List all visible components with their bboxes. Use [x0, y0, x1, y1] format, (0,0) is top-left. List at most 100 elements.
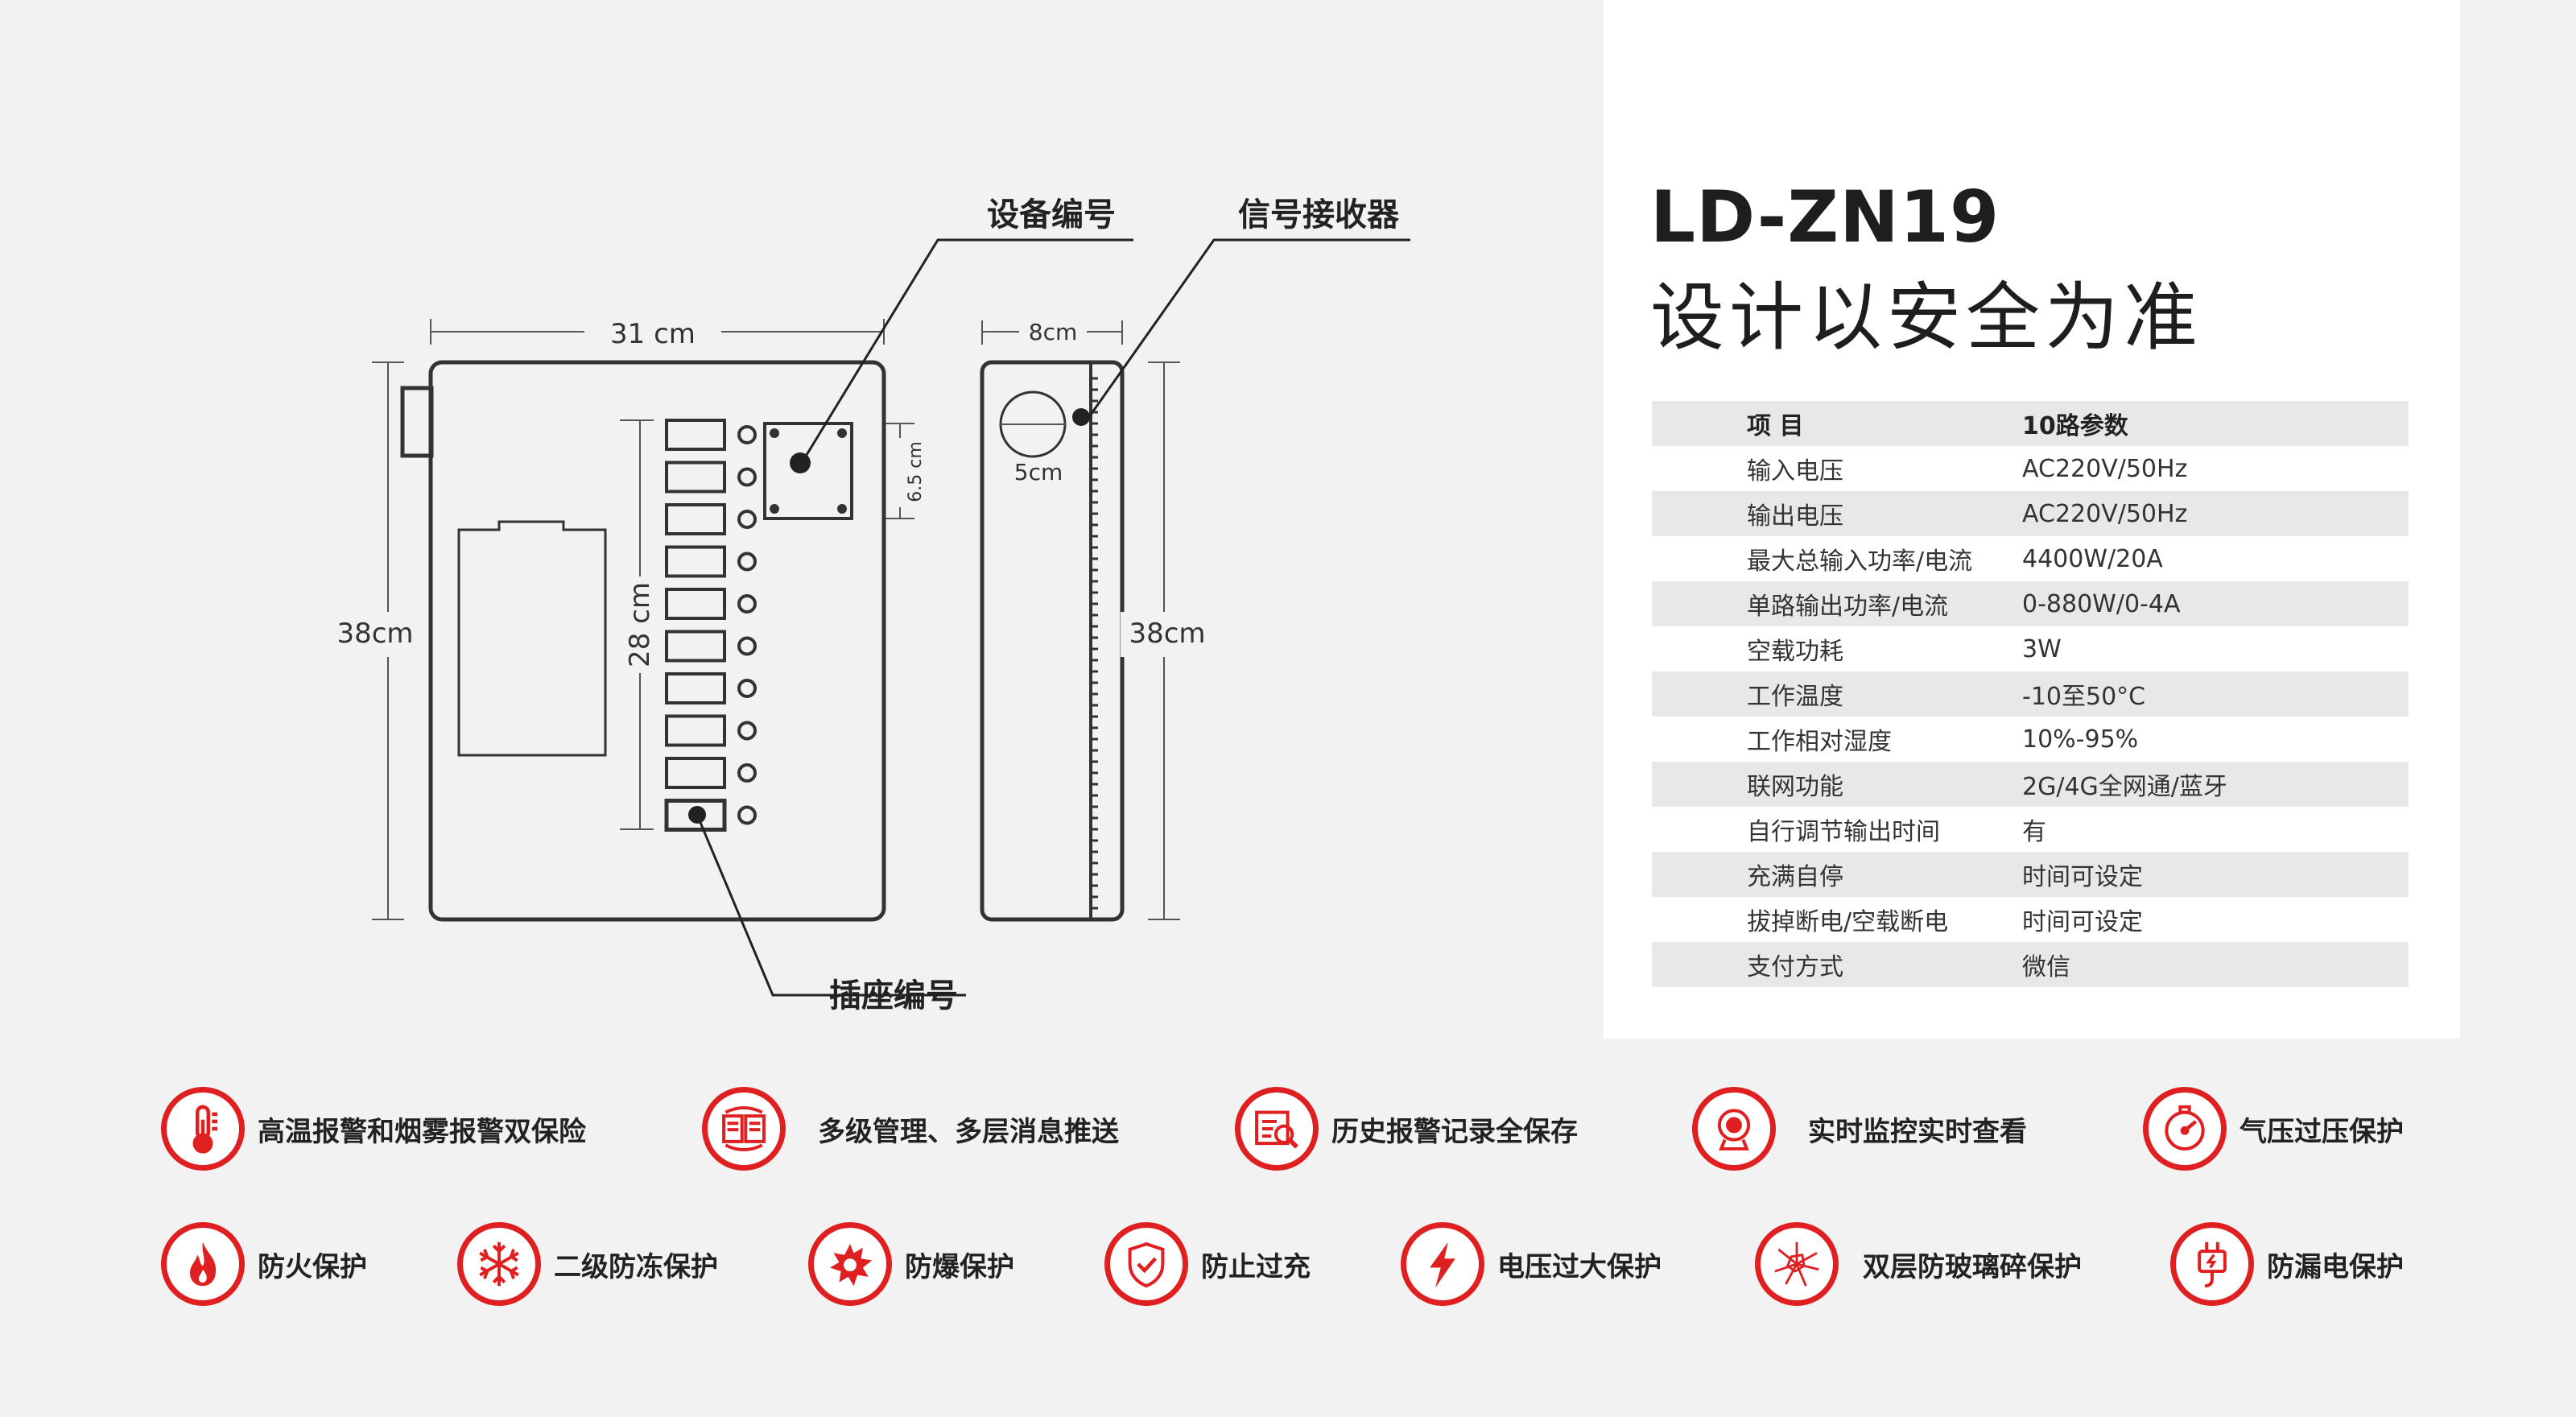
- socket-slot: [665, 630, 726, 663]
- feature-item: 防爆保护: [808, 1222, 1014, 1306]
- dim-front-height: 38cm: [336, 618, 413, 650]
- spec-row: 空载功耗 3W: [1652, 626, 2409, 671]
- socket-indicator: [737, 679, 757, 698]
- device-number-panel: [763, 422, 853, 520]
- socket-indicator: [737, 594, 757, 613]
- socket-slot: [665, 672, 726, 704]
- feature-item: 双层防玻璃碎保护: [1755, 1222, 2082, 1306]
- spec-value: AC220V/50Hz: [2022, 454, 2188, 483]
- socket-indicator: [737, 425, 757, 444]
- spec-header-value: 10路参数: [2022, 412, 2128, 440]
- feature-label: 气压过压保护: [2240, 1115, 2404, 1148]
- document-icon: [702, 1087, 786, 1171]
- callout-socket-number: 插座编号: [829, 977, 958, 1014]
- side-unit-outline: [980, 360, 1125, 922]
- socket-slot: [665, 503, 726, 535]
- explosion-icon: [808, 1222, 892, 1306]
- dimension-diagram: 31 cm 38cm 28 cm 6.5 cm 8cm 38cm 5cm 设备编…: [328, 196, 1410, 1014]
- spec-row: 输入电压 AC220V/50Hz: [1652, 446, 2409, 491]
- spec-key: 自行调节输出时间: [1747, 818, 1940, 846]
- spec-key: 工作相对湿度: [1747, 728, 1892, 756]
- feature-item: 历史报警记录全保存: [1235, 1087, 1578, 1171]
- record-search-icon: [1235, 1087, 1319, 1171]
- feature-item: 气压过压保护: [2143, 1087, 2404, 1171]
- broken-glass-icon: [1755, 1222, 1839, 1306]
- feature-label: 多级管理、多层消息推送: [818, 1115, 1119, 1148]
- spec-row: 工作温度 -10至50°C: [1652, 671, 2409, 717]
- feature-label: 高温报警和烟雾报警双保险: [258, 1115, 586, 1148]
- spec-value: 4400W/20A: [2022, 544, 2163, 573]
- spec-header-row: 项 目 10路参数: [1652, 401, 2409, 446]
- thermometer-icon: [161, 1087, 245, 1171]
- socket-indicator: [737, 636, 757, 656]
- camera-icon: [1692, 1087, 1776, 1171]
- socket-indicator: [737, 763, 757, 783]
- feature-item: 电压过大保护: [1401, 1222, 1662, 1306]
- front-window: [457, 520, 607, 757]
- spec-value: 0-880W/0-4A: [2022, 589, 2181, 618]
- dim-panel-height: 6.5 cm: [906, 441, 926, 502]
- socket-slot: [665, 419, 726, 451]
- feature-label: 防爆保护: [905, 1250, 1014, 1283]
- spec-row: 拔掉断电/空载断电 时间可设定: [1652, 897, 2409, 942]
- feature-label: 二级防冻保护: [554, 1250, 718, 1283]
- socket-indicator: [737, 552, 757, 572]
- side-ribs: [1092, 377, 1098, 910]
- spec-row: 输出电压 AC220V/50Hz: [1652, 491, 2409, 536]
- feature-label: 实时监控实时查看: [1808, 1115, 2027, 1148]
- spec-value: 微信: [2022, 953, 2070, 981]
- spec-row: 最大总输入功率/电流 4400W/20A: [1652, 536, 2409, 581]
- feature-label: 防漏电保护: [2267, 1250, 2404, 1283]
- spec-value: 有: [2022, 818, 2046, 846]
- feature-item: 高温报警和烟雾报警双保险: [161, 1087, 586, 1171]
- feature-item: 防火保护: [161, 1222, 367, 1306]
- spec-value: AC220V/50Hz: [2022, 499, 2188, 528]
- spec-value: 时间可设定: [2022, 908, 2143, 936]
- socket-indicator: [737, 805, 757, 825]
- dim-socket-column: 28 cm: [624, 582, 656, 667]
- feature-item: 多级管理、多层消息推送: [702, 1087, 1119, 1171]
- shield-check-icon: [1104, 1222, 1188, 1306]
- socket-indicator: [737, 467, 757, 487]
- spec-value: 2G/4G全网通/蓝牙: [2022, 773, 2227, 801]
- spec-value: -10至50°C: [2022, 683, 2146, 711]
- socket-indicator: [737, 721, 757, 741]
- spec-row: 联网功能 2G/4G全网通/蓝牙: [1652, 762, 2409, 807]
- spec-key: 输出电压: [1747, 502, 1843, 531]
- flame-icon: [161, 1222, 245, 1306]
- spec-key: 联网功能: [1747, 773, 1843, 801]
- callout-device-number: 设备编号: [987, 196, 1116, 233]
- socket-column: [664, 419, 757, 832]
- feature-label: 防火保护: [258, 1250, 367, 1283]
- callout-signal-receiver: 信号接收器: [1238, 196, 1400, 233]
- front-side-tab: [400, 386, 434, 458]
- socket-slot: [665, 545, 726, 578]
- spec-key: 最大总输入功率/电流: [1747, 547, 1973, 576]
- socket-indicator: [737, 510, 757, 529]
- socket-slot: [665, 461, 726, 494]
- feature-label: 历史报警记录全保存: [1331, 1115, 1578, 1148]
- spec-key: 工作温度: [1747, 683, 1843, 711]
- dim-front-width: 31 cm: [610, 318, 696, 350]
- spec-table: 项 目 10路参数 输入电压 AC220V/50Hz 输出电压 AC220V/50H…: [1652, 401, 2409, 987]
- feature-label: 防止过充: [1201, 1250, 1311, 1283]
- spec-header-key: 项 目: [1747, 412, 1804, 440]
- dim-side-width: 8cm: [1029, 319, 1077, 345]
- spec-value: 3W: [2022, 634, 2062, 663]
- spec-row: 自行调节输出时间 有: [1652, 807, 2409, 852]
- feature-label: 双层防玻璃碎保护: [1863, 1250, 2082, 1283]
- spec-value: 时间可设定: [2022, 863, 2143, 891]
- feature-item: 防漏电保护: [2170, 1222, 2404, 1306]
- feature-item: 防止过充: [1104, 1222, 1311, 1306]
- spec-key: 拔掉断电/空载断电: [1747, 908, 1949, 936]
- spec-key: 单路输出功率/电流: [1747, 593, 1949, 621]
- spec-key: 空载功耗: [1747, 638, 1843, 666]
- spec-key: 输入电压: [1747, 457, 1843, 485]
- feature-item: 二级防冻保护: [457, 1222, 718, 1306]
- front-unit-outline: [428, 360, 886, 922]
- feature-item: 实时监控实时查看: [1692, 1087, 2027, 1171]
- spec-row: 充满自停时间可设定: [1652, 852, 2409, 897]
- socket-slot: [665, 757, 726, 789]
- gauge-icon: [2143, 1087, 2227, 1171]
